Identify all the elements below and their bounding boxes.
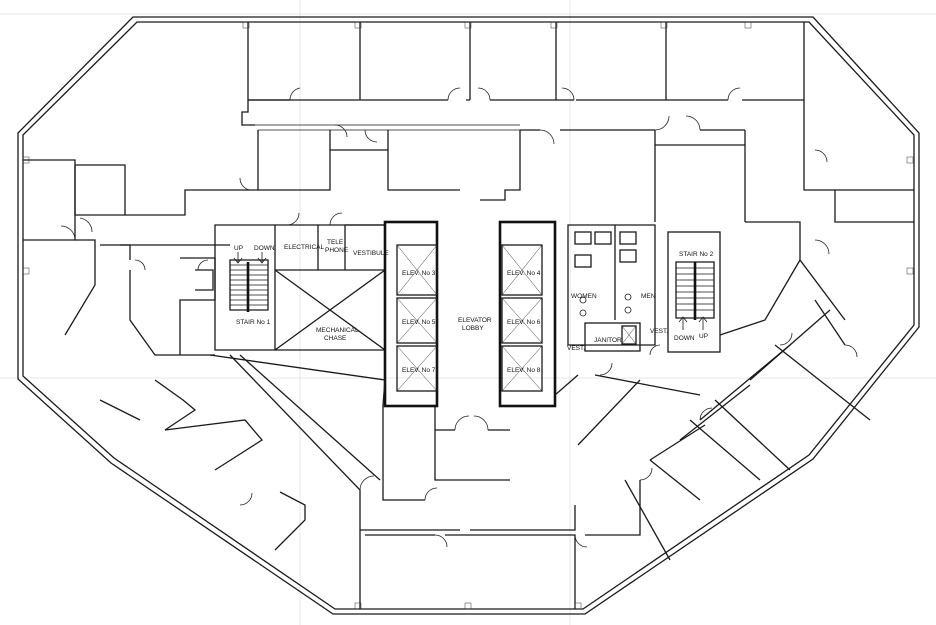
label-janitor: JANITOR [594,337,622,344]
label-men: MEN [641,293,656,300]
stair-arrows [233,252,708,330]
label-down-2: DOWN [674,335,695,342]
label-elev-5: ELEV. No 5 [402,319,436,326]
label-down-1: DOWN [254,245,275,252]
label-chase: CHASE [324,335,347,342]
elevator-bank-left [383,220,439,408]
label-tele: TELE [327,239,344,246]
lobby-walls [209,354,701,446]
upper-suites [75,22,805,222]
window-mullions [22,21,914,610]
door-swings [60,87,858,548]
stair-2 [667,231,721,353]
restrooms [567,224,656,352]
right-suites [585,150,914,561]
label-stair-1: STAIR No 1 [236,319,271,326]
label-phone: PHONE [325,247,349,254]
label-vestibule: VESTIBULE [353,250,389,257]
label-stair-2: STAIR No 2 [679,251,714,258]
label-lobby: LOBBY [462,325,484,332]
label-up-1: UP [234,245,243,252]
label-electrical: ELECTRICAL [284,244,324,251]
label-vest-right: VEST. [650,328,668,335]
label-elev-4: ELEV. No 4 [507,270,541,277]
left-suites [23,159,230,356]
label-elev-6: ELEV. No 6 [507,319,541,326]
label-mechanical: MECHANICAL [316,327,359,334]
label-up-2: UP [699,333,708,340]
label-women: WOMEN [571,293,597,300]
label-elevator: ELEVATOR [458,317,492,324]
elevator-bank-right [498,220,557,408]
label-elev-3: ELEV. No 3 [402,270,436,277]
room-labels: UP DOWN ELECTRICAL TELE PHONE VESTIBULE … [234,239,714,374]
label-elev-8: ELEV. No 8 [507,367,541,374]
exterior-wall [17,16,920,615]
label-elev-7: ELEV. No 7 [402,367,436,374]
lower-suites [99,354,576,609]
label-vest-left: VEST. [567,345,585,352]
